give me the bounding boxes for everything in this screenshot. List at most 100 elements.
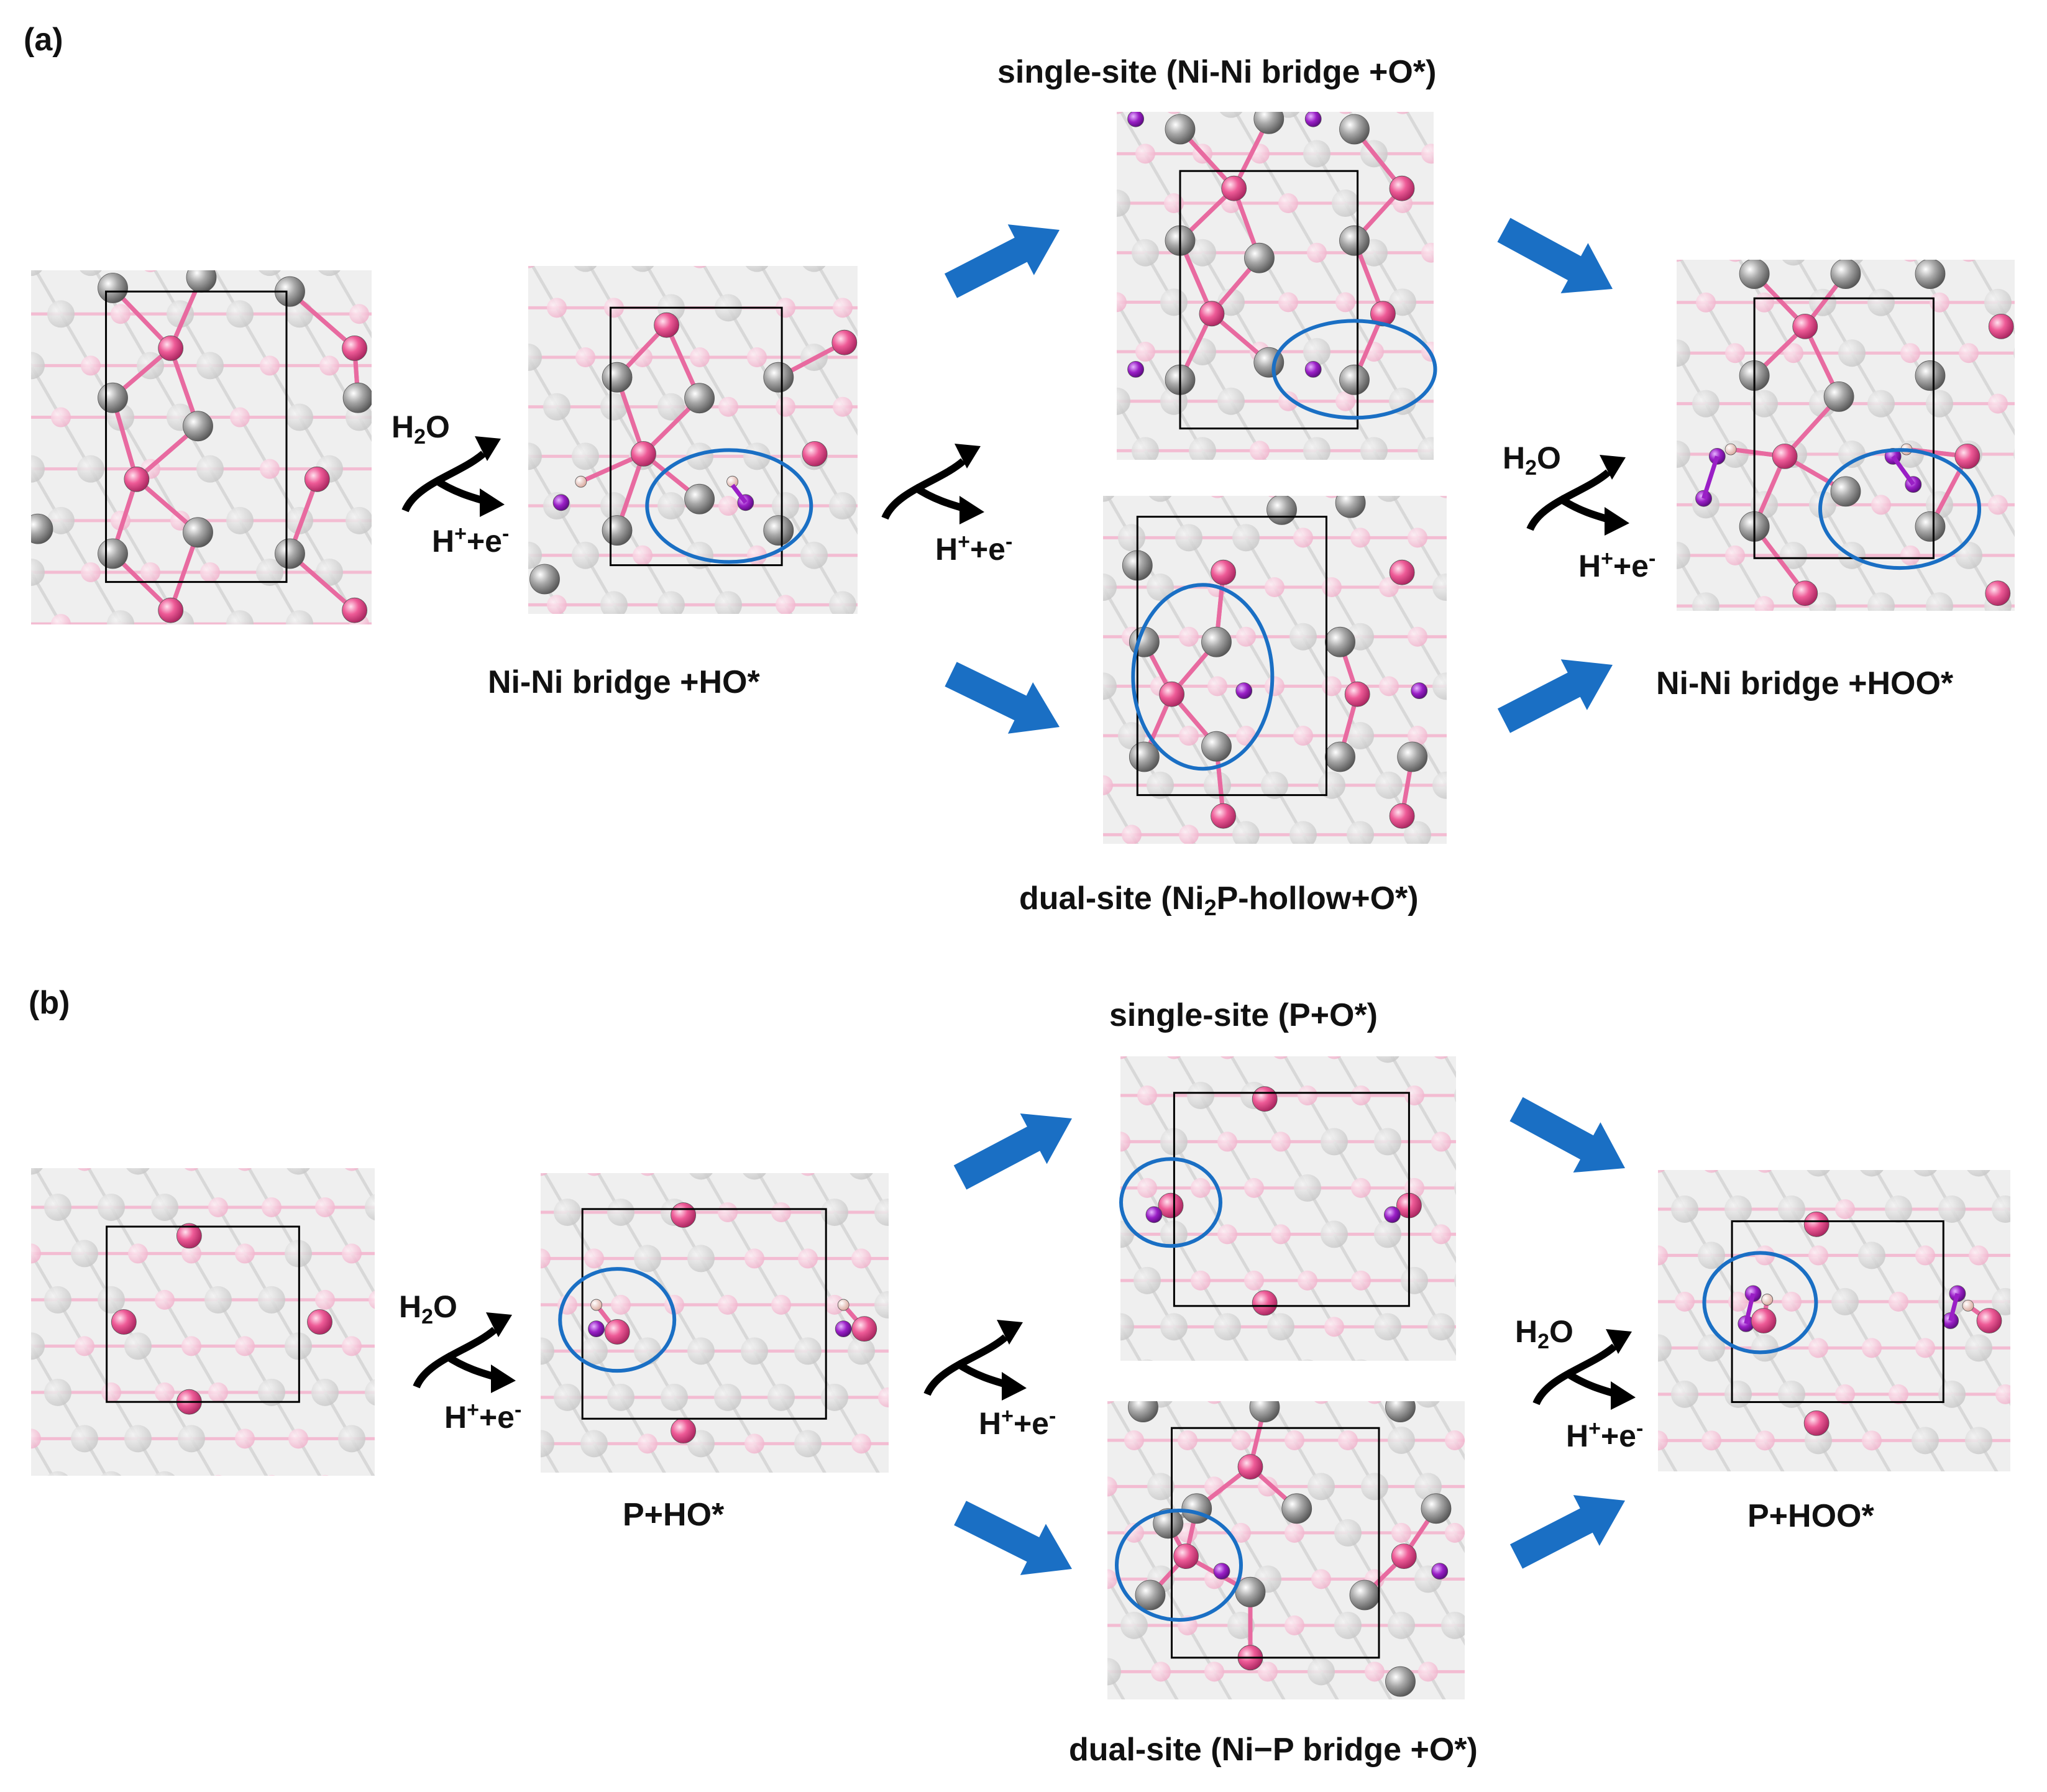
- bg-nickel-atom: [286, 1168, 310, 1175]
- bg-nickel-atom: [1838, 441, 1866, 469]
- arrowhead-down: [1605, 507, 1629, 536]
- adsorbate-bond: [1948, 1292, 1960, 1322]
- bg-bond: [835, 1490, 861, 1536]
- bg-bond: [165, 1485, 191, 1531]
- bg-bond: [1446, 488, 1475, 538]
- bg-phosphorus-atom: [379, 665, 399, 685]
- bg-phosphorus-atom: [1258, 1476, 1278, 1497]
- bg-nickel-atom: [1061, 425, 1088, 452]
- bg-bond: [1631, 1487, 1658, 1533]
- rx-b3-h2o: H2O: [1515, 1316, 1573, 1352]
- bg-nickel-atom: [1475, 239, 1502, 267]
- bg-bond: [941, 1305, 968, 1351]
- nickel-atom: [763, 515, 794, 546]
- bg-bond: [31, 362, 33, 366]
- rx-b2-proton-minus: -: [1048, 1404, 1056, 1428]
- bg-nickel-atom: [743, 442, 771, 470]
- nickel-atom: [684, 383, 715, 414]
- bg-nickel-atom: [1926, 390, 1953, 418]
- bg-nickel-atom: [375, 455, 403, 483]
- bg-phosphorus-atom: [1339, 112, 1352, 114]
- bg-phosphorus-atom: [2022, 1430, 2042, 1450]
- bg-phosphorus-atom: [1179, 825, 1199, 844]
- bg-phosphorus-atom: [260, 459, 280, 479]
- bg-bond: [2032, 1163, 2047, 1209]
- tile-lattice: [1117, 112, 1502, 460]
- bg-nickel-atom: [1780, 541, 1807, 569]
- bg-phosphorus-atom: [1350, 528, 1370, 548]
- bg-bond: [405, 1161, 432, 1207]
- bg-nickel-atom: [1454, 1360, 1481, 1387]
- bg-bond: [1460, 401, 1488, 451]
- bg-phosphorus-atom: [1391, 1522, 1411, 1543]
- bg-phosphorus-atom: [315, 1289, 335, 1310]
- oxygen-atom: [1431, 1563, 1449, 1580]
- bg-phosphorus-atom: [1338, 1430, 1358, 1450]
- bg-bond: [1429, 450, 1434, 459]
- bg-phosphorus-atom: [1465, 627, 1485, 647]
- bg-bond: [900, 209, 928, 258]
- bg-bond: [1503, 785, 1532, 835]
- bg-phosphorus-atom: [1167, 112, 1181, 114]
- bg-phosphorus-atom: [1207, 676, 1227, 697]
- bg-nickel-atom: [689, 1173, 713, 1180]
- bg-nickel-atom: [1061, 524, 1088, 551]
- phosphorus-atom: [671, 1418, 696, 1443]
- bg-nickel-atom: [286, 610, 313, 624]
- bg-phosphorus-atom: [557, 1110, 577, 1130]
- bg-nickel-atom: [2013, 448, 2015, 460]
- caption-a-dual-site: dual-site (Ni2P-hollow+O*): [1019, 882, 1419, 919]
- rx-a1-proton-h: H: [432, 524, 455, 559]
- bg-bond: [500, 209, 528, 258]
- bg-bond: [886, 1304, 889, 1309]
- block-arrow-icon: [1497, 217, 1613, 294]
- bg-nickel-atom: [457, 641, 485, 668]
- bg-nickel-atom: [1147, 574, 1174, 601]
- structure-tile-a-clean: [0, 270, 403, 685]
- bg-phosphorus-atom: [0, 304, 11, 324]
- adsorbate-bond: [1744, 1293, 1756, 1325]
- bg-nickel-atom: [71, 1425, 98, 1453]
- bg-phosphorus-atom: [1493, 577, 1513, 597]
- bg-bond: [1738, 1117, 1765, 1163]
- bg-bond: [1, 624, 31, 675]
- bg-bond: [1631, 1117, 1658, 1163]
- bg-nickel-atom: [528, 442, 542, 470]
- bg-bond: [941, 1397, 968, 1443]
- bg-nickel-atom: [1454, 1088, 1456, 1103]
- nickel-atom: [183, 411, 213, 442]
- bg-phosphorus-atom: [1324, 1317, 1344, 1337]
- bg-phosphorus-atom: [1207, 1401, 1222, 1404]
- bg-nickel-atom: [1389, 387, 1416, 415]
- phosphorus-atom: [1158, 1192, 1184, 1218]
- oxygen-atom: [1213, 1563, 1230, 1580]
- bg-phosphorus-atom: [1431, 1131, 1451, 1152]
- bg-nickel-atom: [31, 1168, 43, 1175]
- flow-arrow-b-single-to-hoo: [1509, 1097, 1626, 1173]
- bg-nickel-atom: [0, 1471, 18, 1499]
- phosphorus-atom: [176, 1223, 202, 1249]
- bg-nickel-atom: [1432, 871, 1460, 898]
- bg-phosphorus-atom: [664, 1110, 684, 1130]
- curved-split-arrow-icon: [923, 1320, 1027, 1401]
- bg-nickel-atom: [1303, 437, 1330, 460]
- nickel-atom: [183, 517, 213, 548]
- bg-phosphorus-atom: [144, 270, 157, 273]
- bg-phosphorus-atom: [1431, 1224, 1451, 1245]
- flow-arrow-a-to-dual: [945, 662, 1060, 734]
- bg-nickel-atom: [1698, 1241, 1725, 1269]
- bg-nickel-atom: [1481, 1220, 1508, 1248]
- structure-tile-a-hoo: [1677, 188, 2015, 611]
- bg-phosphorus-atom: [111, 304, 131, 324]
- bg-bond: [835, 1120, 861, 1166]
- bg-phosphorus-atom: [747, 347, 767, 368]
- block-arrow-icon: [945, 662, 1060, 734]
- oxygen-atom: [1304, 112, 1322, 127]
- bg-phosphorus-atom: [1137, 1085, 1157, 1105]
- bg-bond: [871, 357, 900, 407]
- bg-nickel-atom: [1321, 1220, 1348, 1248]
- bg-phosphorus-atom: [155, 1289, 175, 1310]
- bg-nickel-atom: [1117, 387, 1130, 415]
- bg-nickel-atom: [1926, 188, 1953, 215]
- bg-bond: [814, 654, 843, 704]
